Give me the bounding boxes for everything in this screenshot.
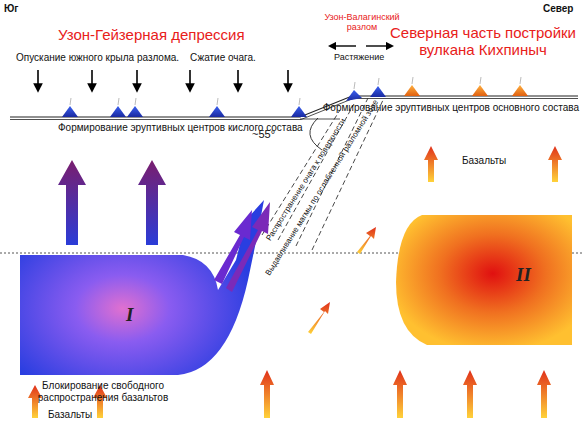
chamber-shape bbox=[392, 212, 577, 352]
angle-label: ~55° bbox=[252, 128, 275, 141]
direction-label: Север bbox=[543, 3, 573, 15]
rock-label: Базальты bbox=[462, 155, 506, 167]
region-title: Узон-Гейзерная депрессия bbox=[58, 26, 245, 43]
chamber-number: I bbox=[126, 304, 133, 326]
rock-label: Базальты bbox=[48, 409, 92, 421]
process-note: Блокирование свободного распространения … bbox=[18, 380, 188, 403]
chamber-number: II bbox=[516, 264, 531, 286]
direction-label: Юг bbox=[4, 3, 18, 15]
surface-note: Формирование эруптивных центров основног… bbox=[323, 102, 579, 114]
chamber-shape bbox=[18, 180, 283, 380]
magma-chamber: I bbox=[18, 180, 283, 380]
process-label: Растяжение bbox=[334, 52, 384, 62]
zone-note: Распространение очага к поверхности bbox=[252, 97, 360, 263]
process-note: Сжатие очага. bbox=[190, 52, 256, 64]
magma-chamber: II bbox=[392, 212, 577, 352]
process-note: Опускание южного крыла разлома. bbox=[16, 52, 179, 64]
region-title: Северная часть постройки вулкана Кихпины… bbox=[387, 24, 579, 59]
